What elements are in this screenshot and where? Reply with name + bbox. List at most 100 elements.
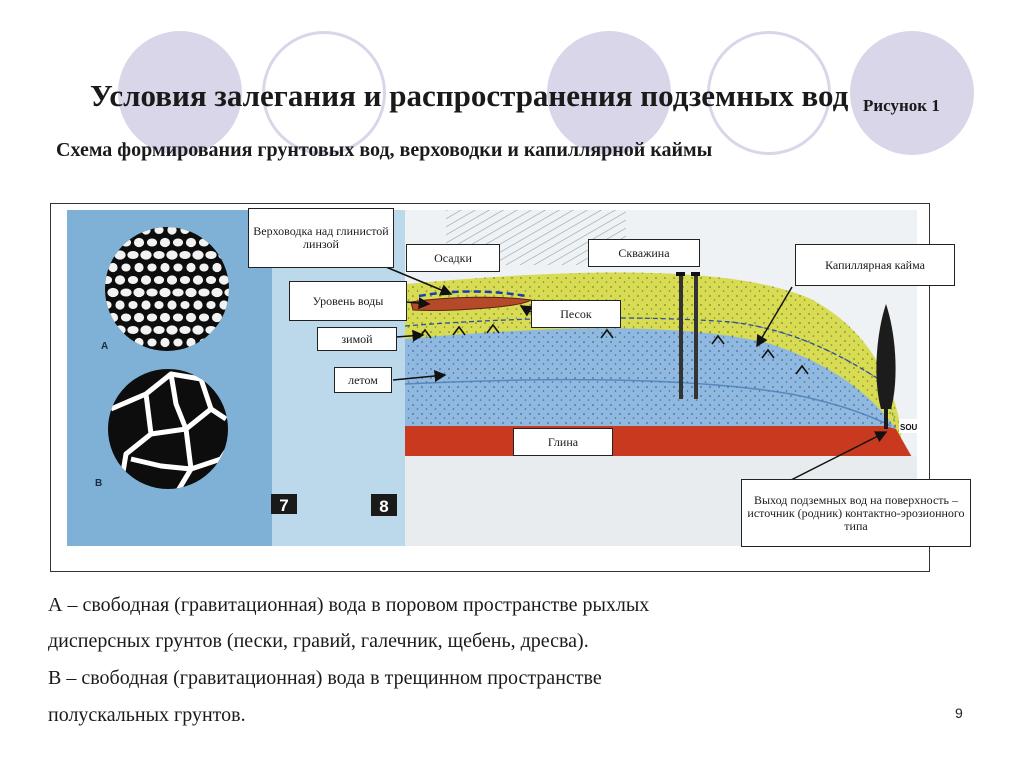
grain	[211, 287, 223, 298]
grain	[173, 263, 183, 272]
caption-line-1: А – свободная (гравитационная) вода в по…	[48, 594, 650, 616]
grain	[167, 300, 177, 310]
grain	[186, 262, 196, 273]
grain	[205, 276, 217, 284]
grain	[134, 262, 144, 273]
leader-lines	[385, 266, 888, 482]
callout-clay: Глина	[513, 428, 613, 456]
callout-sand: Песок	[531, 300, 621, 328]
decor-circle-5	[850, 31, 974, 155]
grain	[166, 275, 178, 285]
grain	[141, 300, 151, 310]
grain	[185, 312, 197, 323]
plate-number-left: 7	[279, 496, 288, 515]
tree	[876, 304, 896, 429]
grain	[108, 262, 118, 273]
grain	[146, 313, 158, 322]
fracture-sample-circle	[108, 369, 228, 489]
grain	[140, 275, 152, 285]
grain	[185, 287, 197, 298]
grain	[224, 288, 229, 297]
grain	[133, 237, 145, 248]
grain	[153, 326, 165, 334]
callout-sediments: Осадки	[406, 244, 500, 272]
grain	[192, 325, 204, 335]
grain	[147, 263, 157, 272]
grain	[153, 251, 165, 259]
page-number: 9	[955, 705, 963, 721]
grain	[166, 250, 178, 260]
grain	[105, 276, 113, 284]
callout-spring-outlet: Выход подземных вод на поверхность – ист…	[741, 479, 971, 547]
slide-title: Условия залегания и распространения подз…	[90, 78, 849, 113]
grain	[179, 276, 191, 284]
grain	[121, 263, 131, 272]
callout-summer: летом	[334, 367, 392, 393]
grain	[192, 250, 204, 260]
grain	[140, 325, 152, 335]
grain	[218, 275, 229, 285]
letter-a: A	[101, 341, 108, 352]
grain	[205, 251, 217, 259]
plate-number-right: 8	[379, 497, 388, 516]
grain	[160, 262, 170, 273]
grain	[114, 250, 126, 260]
grain	[146, 238, 158, 247]
decor-circle-2	[262, 31, 386, 155]
grain	[133, 287, 145, 298]
grain	[185, 237, 197, 248]
grain	[154, 301, 164, 309]
caption-line-2: дисперсных грунтов (пески, гравий, галеч…	[48, 630, 589, 652]
corner-text: SOU	[900, 423, 918, 432]
grain	[199, 263, 209, 272]
grain	[127, 251, 139, 259]
diagram-subtitle: Схема формирования грунтовых вод, верхов…	[56, 139, 713, 161]
grain	[179, 326, 191, 334]
grain	[154, 227, 164, 234]
caption-line-3: В – свободная (гравитационная) вода в тр…	[48, 667, 602, 689]
grain	[159, 237, 171, 248]
callout-capillary-fringe: Капиллярная кайма	[795, 244, 955, 286]
grain	[198, 288, 210, 297]
grain	[206, 301, 216, 309]
decor-circle-1	[118, 31, 242, 155]
well	[676, 272, 700, 399]
grain	[180, 301, 190, 309]
pore-sample-circle	[105, 227, 229, 351]
diagram-frame: A B SO	[50, 203, 971, 572]
decor-circle-3	[547, 31, 671, 155]
letter-b: B	[95, 478, 102, 489]
grain	[172, 313, 184, 322]
grain	[147, 338, 157, 347]
grain	[140, 250, 152, 260]
figure-label: Рисунок 1	[863, 96, 940, 115]
callout-perched-water: Верховодка над глинистой линзой	[248, 208, 394, 268]
grain	[211, 312, 223, 323]
grain	[179, 251, 191, 259]
grain	[127, 326, 139, 334]
clay-lens	[410, 296, 533, 311]
grain	[159, 287, 171, 298]
grain	[159, 312, 171, 323]
clay-layer	[405, 426, 885, 456]
grain	[186, 337, 196, 348]
grain	[166, 325, 178, 335]
grain	[212, 262, 222, 273]
grain	[167, 227, 177, 235]
grain	[172, 238, 184, 247]
grain	[120, 288, 132, 297]
grain	[114, 275, 126, 285]
grain	[133, 312, 145, 323]
callout-winter: зимой	[317, 327, 397, 351]
callout-well: Скважина	[588, 239, 700, 267]
grain	[153, 276, 165, 284]
grain	[146, 288, 158, 297]
grain	[193, 300, 203, 310]
grain	[107, 287, 119, 298]
grain	[172, 288, 184, 297]
grain	[192, 275, 204, 285]
grain	[128, 301, 138, 309]
grain	[120, 313, 132, 322]
callout-water-level: Уровень воды	[289, 281, 407, 321]
grain	[115, 300, 125, 310]
